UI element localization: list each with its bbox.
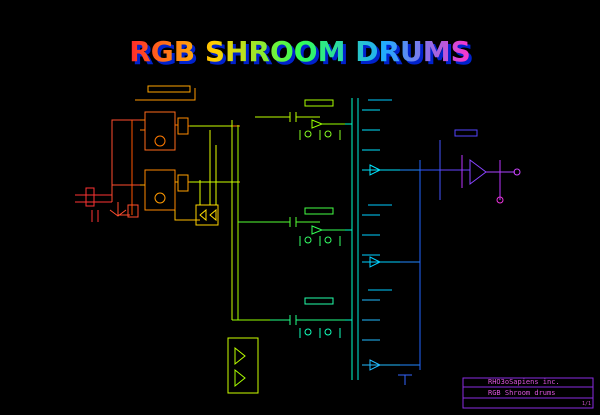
mixer-rail bbox=[345, 98, 400, 380]
title-shadow: RGB SHROOM DRUMS bbox=[132, 38, 474, 71]
channel-3 bbox=[270, 297, 345, 338]
input-section bbox=[75, 85, 240, 226]
power-section bbox=[227, 337, 259, 394]
channel-1 bbox=[255, 99, 345, 140]
title-block-sheet: 1/1 bbox=[582, 401, 591, 407]
title-block: RHO3oSapiens inc. RGB Shroom drums 1/1 bbox=[462, 377, 594, 409]
page-title: RGB SHROOM DRUMS bbox=[129, 35, 471, 68]
output-mixer bbox=[398, 129, 521, 385]
channel-2 bbox=[238, 207, 345, 246]
title-block-project: RGB Shroom drums bbox=[488, 389, 555, 397]
title-group: RGB SHROOM DRUMS RGB SHROOM DRUMS bbox=[129, 35, 474, 71]
title-block-company: RHO3oSapiens inc. bbox=[488, 378, 560, 386]
trigger-bus bbox=[190, 120, 270, 321]
